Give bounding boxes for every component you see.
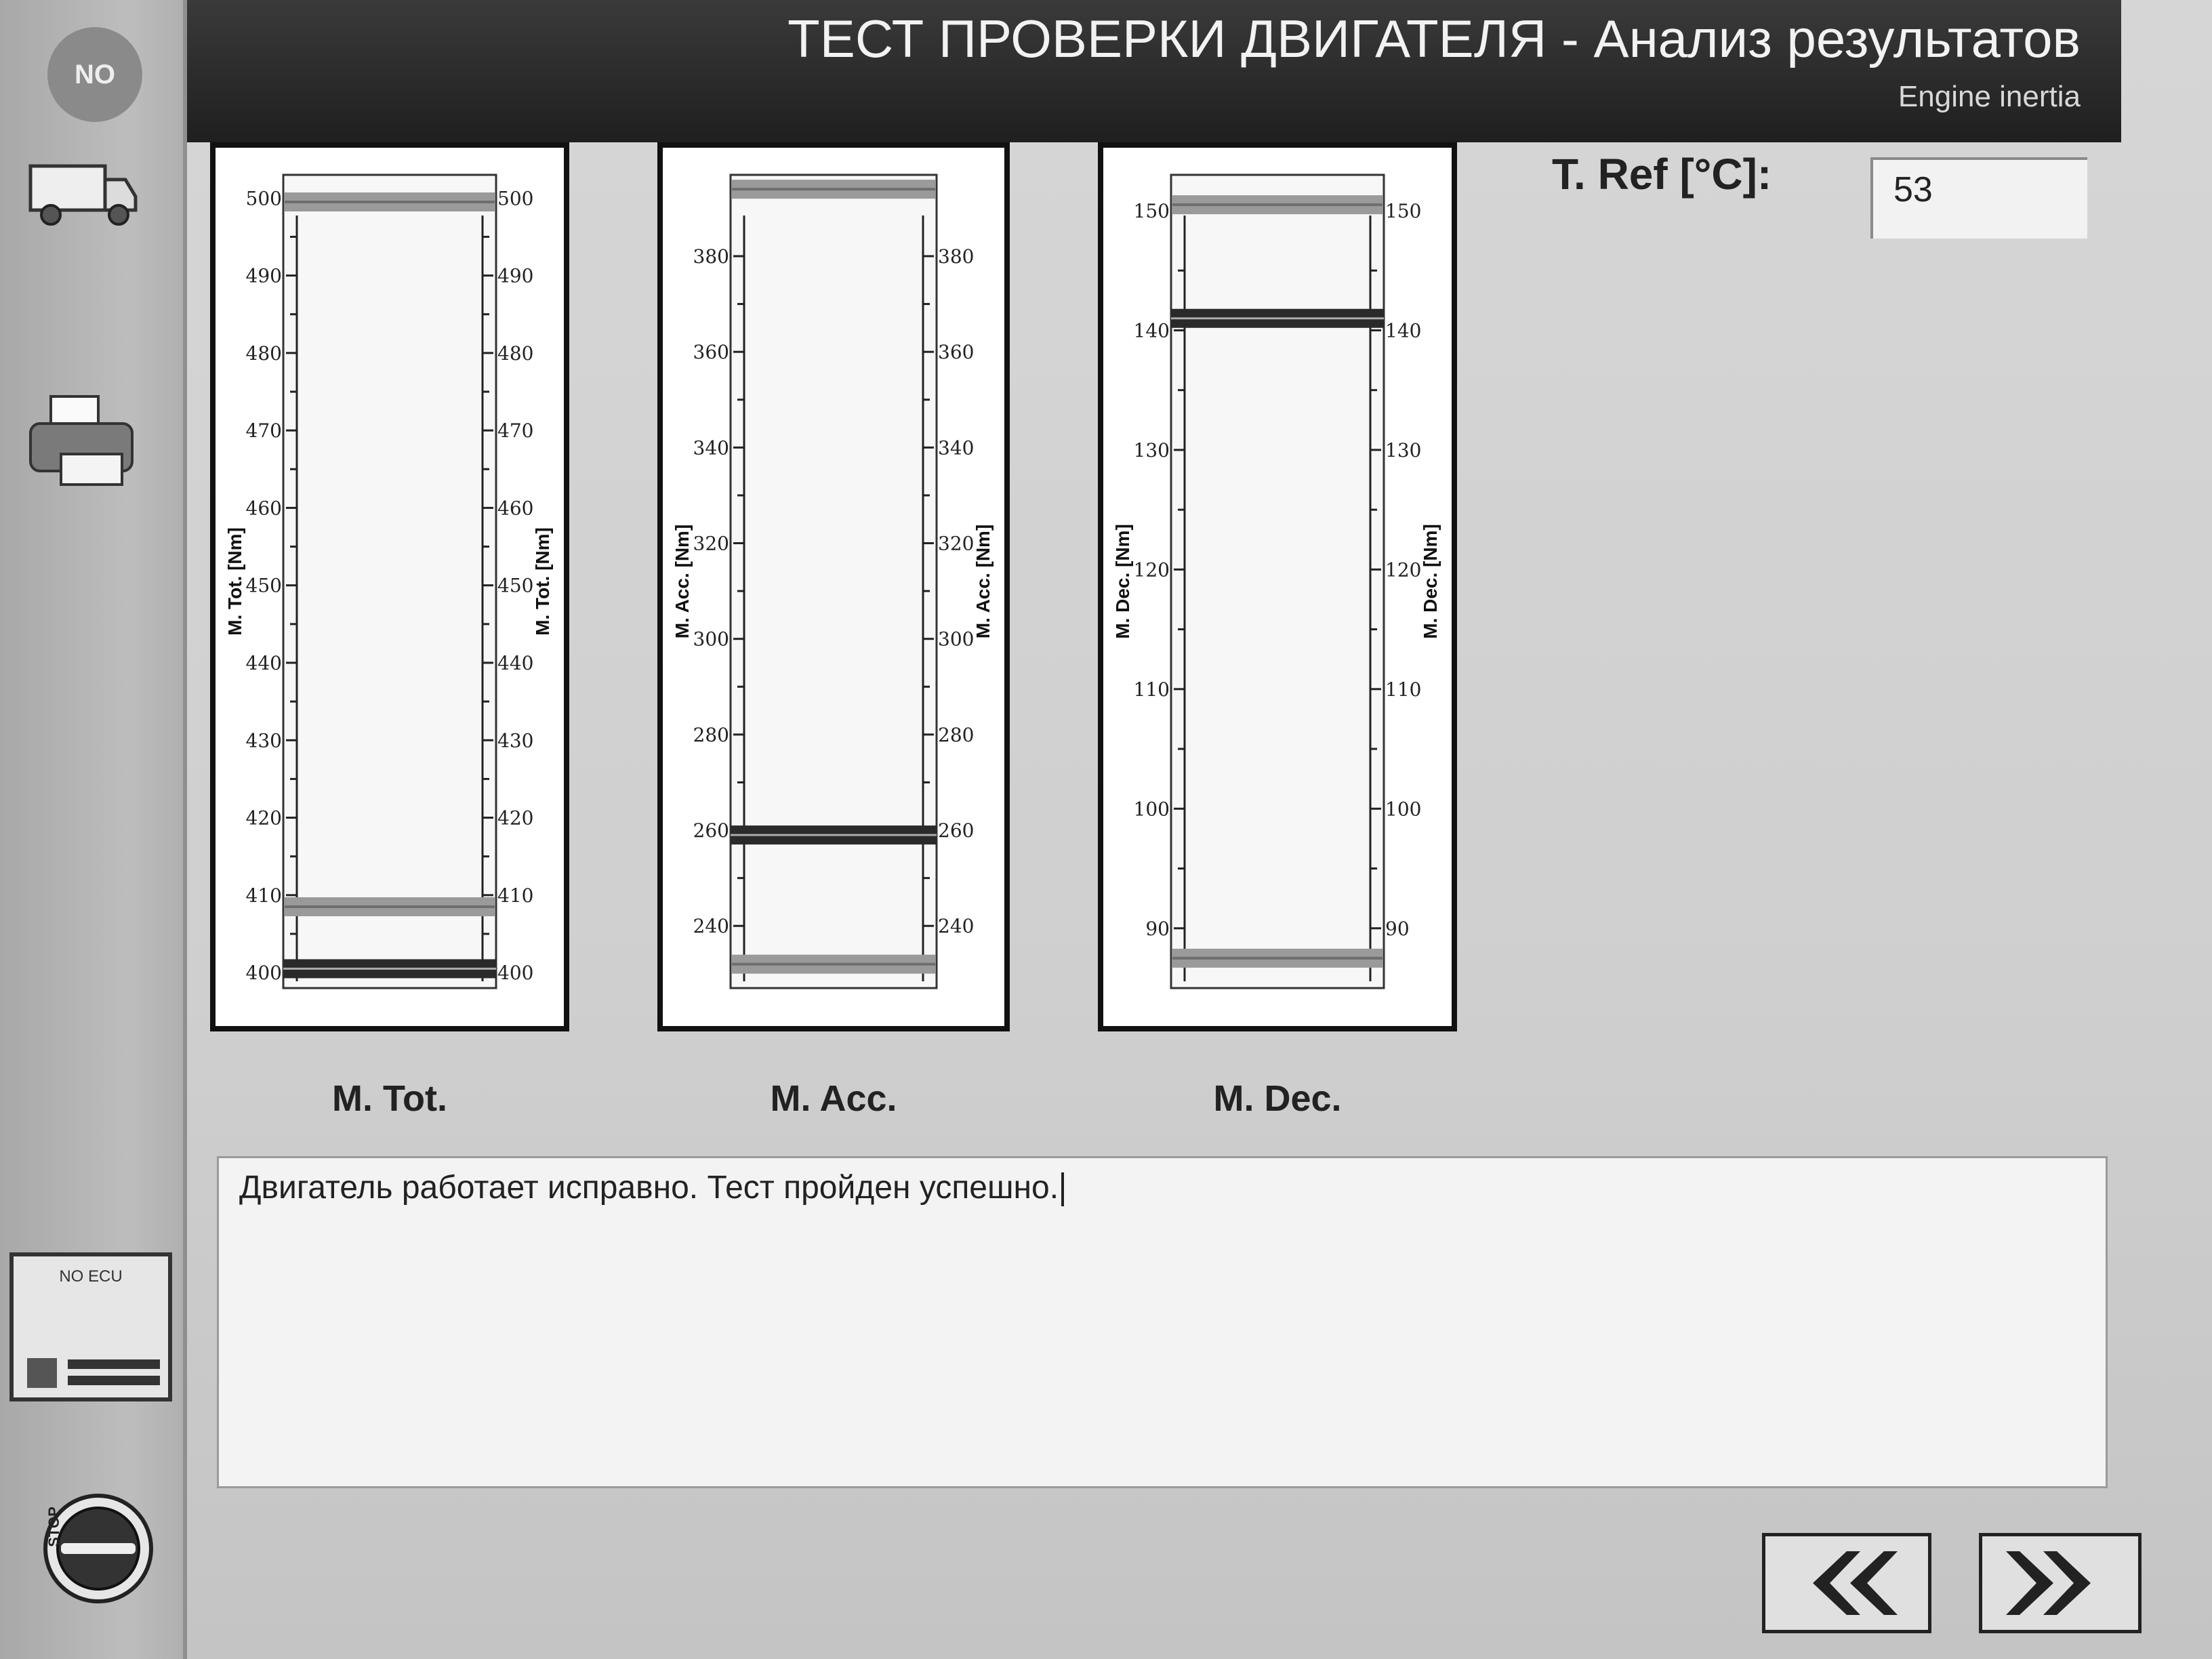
right-tick-label: 380 <box>938 245 974 268</box>
gauge-column <box>729 173 938 989</box>
stop-icon <box>43 1494 153 1603</box>
gauge-m-acc: 240 240 260 260 280 280 300 300 320 320 340 340 360 3… <box>657 142 1010 1031</box>
double-chevron-left-icon <box>1813 1551 1898 1615</box>
right-tick-label: 300 <box>938 628 974 651</box>
right-tick-label: 260 <box>938 819 974 842</box>
right-tick-label: 120 <box>1385 558 1421 581</box>
gauge-m-acc-title: M. Acc. <box>770 1078 897 1119</box>
right-tick-label: 500 <box>497 187 533 209</box>
right-tick-label: 90 <box>1385 918 1410 940</box>
left-tick-label: 380 <box>693 245 729 268</box>
right-axis-title: M. Tot. [Nm] <box>532 527 553 636</box>
left-tick-label: 320 <box>693 533 729 555</box>
title-bar: ТЕСТ ПРОВЕРКИ ДВИГАТЕЛЯ - Анализ результ… <box>149 0 2121 142</box>
tref-label: T. Ref [°C]: <box>1552 150 1772 199</box>
left-axis-title: M. Tot. [Nm] <box>224 527 245 636</box>
left-tick-label: 400 <box>246 962 282 984</box>
right-axis-title: M. Acc. [Nm] <box>972 525 994 639</box>
forward-button[interactable] <box>1979 1533 2142 1633</box>
right-tick-label: 410 <box>497 884 533 907</box>
ecu-status-panel: NO ECU <box>9 1252 172 1401</box>
right-tick-label: 100 <box>1385 798 1421 820</box>
left-tick-label: 480 <box>246 342 282 365</box>
right-tick-label: 110 <box>1385 678 1421 701</box>
printer-icon <box>29 395 134 486</box>
left-tick-label: 450 <box>246 575 282 597</box>
left-tick-label: 130 <box>1134 439 1170 462</box>
left-axis-title: M. Dec. [Nm] <box>1112 524 1133 639</box>
right-tick-label: 440 <box>497 652 533 674</box>
result-message-box[interactable]: Двигатель работает исправно. Тест пройде… <box>217 1156 2108 1488</box>
right-axis-title: M. Dec. [Nm] <box>1420 524 1441 639</box>
left-tick-label: 260 <box>693 819 729 842</box>
right-tick-label: 140 <box>1385 319 1421 342</box>
right-tick-label: 480 <box>497 342 533 365</box>
right-tick-label: 240 <box>938 915 974 937</box>
right-tick-label: 430 <box>497 729 533 752</box>
truck-icon <box>28 164 138 226</box>
left-tick-label: 240 <box>693 915 729 937</box>
right-tick-label: 320 <box>938 533 974 555</box>
left-tick-label: 500 <box>246 187 282 209</box>
left-tick-label: 360 <box>693 341 729 363</box>
left-tick-label: 150 <box>1134 200 1170 222</box>
right-tick-label: 360 <box>938 341 974 363</box>
gauge-m-dec: 90 90 100 100 110 110 120 120 130 130 140 140 150 150… <box>1098 142 1457 1031</box>
left-tick-label: 280 <box>693 724 729 746</box>
gauge-m-dec-title: M. Dec. <box>1213 1078 1342 1119</box>
right-tick-label: 420 <box>497 807 533 830</box>
brand-logo: NO <box>47 27 142 122</box>
right-tick-label: 460 <box>497 497 533 519</box>
vehicle-button[interactable] <box>7 136 156 244</box>
tref-value: 53 <box>1893 170 1933 209</box>
right-tick-label: 280 <box>938 724 974 746</box>
right-tick-label: 400 <box>497 962 533 984</box>
right-tick-label: 150 <box>1385 200 1421 222</box>
result-message: Двигатель работает исправно. Тест пройде… <box>239 1169 1065 1207</box>
left-tick-label: 460 <box>246 497 282 519</box>
left-tick-label: 300 <box>693 628 729 651</box>
page-subtitle: Engine inertia <box>1898 80 2081 113</box>
left-tick-label: 490 <box>246 265 282 287</box>
left-axis-title: M. Acc. [Nm] <box>672 525 693 639</box>
left-tick-label: 120 <box>1134 558 1170 581</box>
ecu-status-icon <box>27 1358 160 1388</box>
text-cursor <box>1061 1172 1065 1207</box>
left-tick-label: 440 <box>246 652 282 674</box>
right-tick-label: 340 <box>938 436 974 459</box>
left-tick-label: 100 <box>1134 798 1170 820</box>
stop-button[interactable]: STOP <box>41 1491 156 1606</box>
double-chevron-right-icon <box>2006 1551 2091 1615</box>
gauge-column <box>1170 173 1385 989</box>
left-tick-label: 470 <box>246 419 282 442</box>
gauge-column <box>282 173 497 989</box>
left-tick-label: 90 <box>1145 918 1170 940</box>
left-tick-label: 410 <box>246 884 282 907</box>
gauge-m-tot-title: M. Tot. <box>332 1078 447 1119</box>
stop-label: STOP <box>45 1507 62 1547</box>
left-tick-label: 140 <box>1134 319 1170 342</box>
left-tick-label: 340 <box>693 436 729 459</box>
gauge-m-tot: 400 400 410 410 420 420 430 430 440 440 450 450 460 4… <box>210 142 569 1031</box>
tref-value-field: 53 <box>1870 157 2087 239</box>
result-message-text: Двигатель работает исправно. Тест пройде… <box>239 1170 1059 1206</box>
right-tick-label: 490 <box>497 265 533 287</box>
right-tick-label: 470 <box>497 419 533 442</box>
left-toolbar: NO NO ECU <box>0 0 187 1659</box>
right-tick-label: 450 <box>497 575 533 597</box>
page-title: ТЕСТ ПРОВЕРКИ ДВИГАТЕЛЯ - Анализ результ… <box>787 9 2081 68</box>
left-tick-label: 110 <box>1134 678 1170 701</box>
right-tick-label: 130 <box>1385 439 1421 462</box>
print-button[interactable] <box>7 380 156 501</box>
ecu-status-label: NO ECU <box>59 1267 123 1286</box>
back-button[interactable] <box>1762 1533 1931 1633</box>
left-tick-label: 430 <box>246 729 282 752</box>
left-tick-label: 420 <box>246 807 282 830</box>
